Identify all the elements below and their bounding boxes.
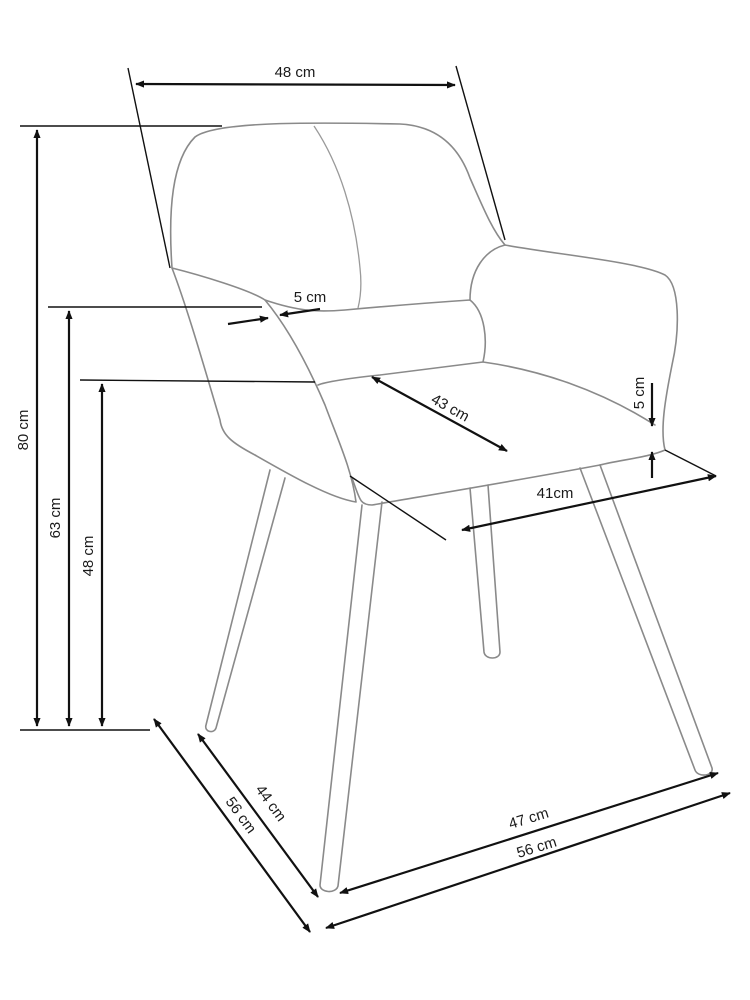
label-armrest-thickness: 5 cm — [631, 377, 648, 410]
dimension-labels: 48 cm 80 cm 63 cm 48 cm 5 cm 43 cm 5 cm … — [15, 64, 648, 862]
backrest-outline — [169, 122, 506, 269]
front-left-leg — [204, 469, 286, 733]
label-seat-height: 48 cm — [80, 536, 97, 577]
label-inner-depth: 44 cm — [252, 782, 290, 825]
left-arm-outline — [171, 267, 357, 503]
chair-drawing — [169, 122, 713, 893]
label-armrest-width: 5 cm — [294, 289, 327, 306]
dimension-lines — [20, 65, 731, 933]
right-arm-inner — [482, 361, 656, 426]
label-top-width: 48 cm — [275, 64, 316, 81]
right-arm-outline — [469, 244, 679, 466]
armrest-band — [264, 299, 486, 386]
label-seat-width: 41cm — [537, 485, 574, 502]
label-total-height: 80 cm — [15, 410, 32, 451]
label-outer-depth: 56 cm — [222, 794, 260, 837]
label-armrest-height: 63 cm — [47, 498, 64, 539]
back-left-leg — [579, 464, 713, 776]
front-right-leg — [319, 501, 383, 893]
back-right-leg — [469, 484, 501, 659]
backrest-seam — [313, 125, 362, 309]
